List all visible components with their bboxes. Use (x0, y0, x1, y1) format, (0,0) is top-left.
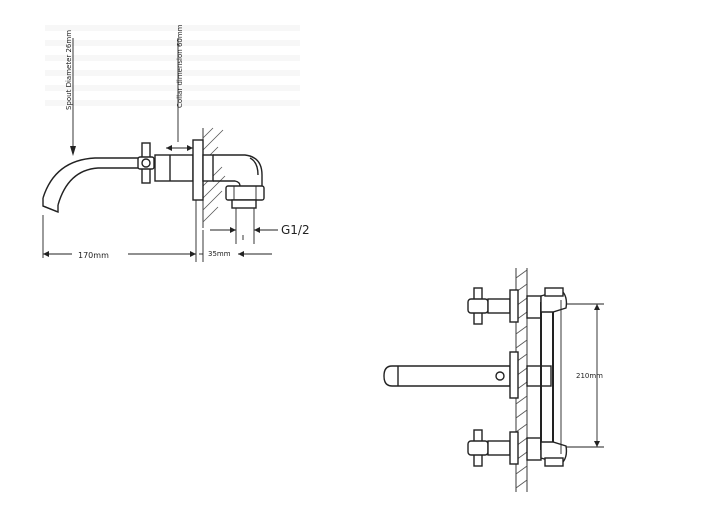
faint-background-smudge (45, 25, 300, 106)
front-view: 210mm (383, 268, 604, 492)
spout-length-label: 170mm (78, 251, 109, 260)
side-view: Spout Diameter 26mm Collar dimension 60m… (42, 24, 310, 262)
front-top-handle (467, 287, 542, 325)
side-cross-handle (137, 142, 155, 184)
side-body (154, 139, 214, 201)
front-spout (383, 351, 552, 399)
spout-diameter-leader (70, 38, 76, 156)
collar-dimension-label: Collar dimension 60mm (176, 24, 184, 108)
handle-spacing-dimension (566, 303, 604, 448)
front-bottom-handle (467, 429, 542, 467)
thread-dimension (210, 208, 278, 244)
thread-label: G1/2 (281, 223, 310, 237)
handle-spacing-label: 210mm (576, 372, 603, 380)
spout-length-dimension (42, 200, 197, 262)
front-rear-pipework (540, 287, 568, 467)
side-spout (42, 157, 148, 214)
spout-diameter-label: Spout Diameter 26mm (65, 30, 73, 110)
collar-dimension-leader (166, 38, 193, 151)
wall-offset-dimension (199, 230, 272, 262)
side-elbow (213, 154, 265, 209)
wall-offset-label: 35mm (208, 250, 231, 258)
